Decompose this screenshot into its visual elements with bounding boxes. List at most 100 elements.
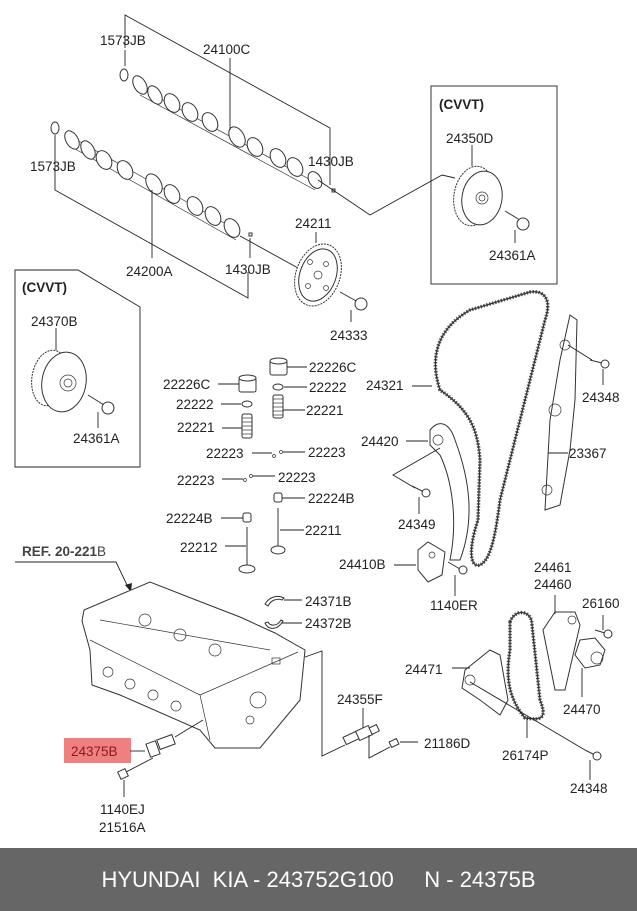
label-pin-top[interactable]: 1430JB [308,154,354,169]
label-cotter-2-left[interactable]: 22223 [177,473,215,488]
ocv-bolt[interactable] [117,768,129,780]
pin-bottom[interactable] [248,232,253,237]
oil-bolt-bottom[interactable] [584,749,602,761]
label-cotter-1-right[interactable]: 22223 [308,445,346,460]
ocv-highlighted[interactable] [145,733,176,758]
label-cvvt-left-gear[interactable]: 24370B [31,314,78,329]
camshaft-group [50,14,336,299]
label-oil-guide-left[interactable]: 24471 [405,662,443,677]
label-cam-seal-bottom[interactable]: 1573JB [30,159,76,174]
sprocket-bolt[interactable] [339,291,368,311]
label-seal-right[interactable]: 22224B [308,491,355,506]
label-cotter-1-left[interactable]: 22223 [206,446,244,461]
spring-right[interactable] [272,394,284,419]
cvvt-top-box [430,85,558,285]
chain-guide[interactable] [541,314,578,511]
cotter-1[interactable] [272,450,283,458]
bearing-upper[interactable] [264,595,285,607]
label-camshaft-intake[interactable]: 24100C [203,42,251,57]
highlight-box [64,738,131,763]
label-oil-bolt-bottom[interactable]: 24348 [570,781,608,796]
arm-bolt[interactable] [411,485,431,498]
cvvt-left-bolt[interactable] [87,394,115,415]
cvvt-left-gear[interactable] [27,347,90,415]
label-bearing-upper[interactable]: 24371B [305,594,352,609]
label-oil-chain[interactable]: 26174P [502,748,549,763]
ocv-right-bolt[interactable] [388,737,400,749]
label-guide-bolt-right[interactable]: 24348 [582,390,620,405]
cvvt-top-bolt[interactable] [504,210,530,231]
label-seal-left[interactable]: 22224B [166,511,213,526]
label-timing-chain[interactable]: 24321 [366,378,404,393]
cvvt-top-title: (CVVT) [439,97,484,112]
ref-label-suffix: B [97,544,106,559]
label-spring-left[interactable]: 22221 [177,420,215,435]
retainer-right[interactable] [272,383,284,391]
valve-exhaust[interactable] [238,527,256,574]
label-ocv-right-bolt[interactable]: 21186D [424,736,471,751]
retainer-left[interactable] [241,400,253,408]
label-oil-guide-2[interactable]: 24460 [534,577,572,592]
oil-bolt[interactable] [594,629,613,639]
timing-chain[interactable] [433,290,550,567]
label-retainer-right[interactable]: 22222 [309,380,347,395]
camshaft-intake[interactable] [130,73,325,191]
seal-left[interactable] [242,512,252,523]
valvetrain [218,357,307,574]
cam-seal-bottom[interactable] [50,121,60,135]
label-valve-intake[interactable]: 22211 [305,523,342,538]
cotter-2[interactable] [243,474,253,482]
footer-text: HYUNDAI KIA - 243752G100 N - 24375B [101,866,536,892]
label-tensioner-bolt[interactable]: 1140ER [430,598,478,613]
label-camshaft-exhaust[interactable]: 24200A [126,264,173,279]
label-oil-guide-1[interactable]: 24461 [534,560,572,575]
cvvt-top-gear[interactable] [449,163,506,229]
part-number-footer: HYUNDAI KIA - 243752G100 N - 24375B [0,848,637,911]
tensioner-bolt[interactable] [447,561,468,575]
camshaft-exhaust[interactable] [62,128,243,241]
label-retainer-left[interactable]: 22222 [176,397,214,412]
label-oil-tensioner[interactable]: 24470 [563,702,601,717]
oil-guide-left[interactable] [461,649,509,716]
label-ocv-right[interactable]: 24355F [337,692,383,707]
label-valve-exhaust[interactable]: 22212 [180,540,218,555]
label-ocv-highlighted[interactable]: 24375B [71,744,118,759]
ref-label[interactable]: REF. 20-221B [22,544,106,559]
seal-right[interactable] [273,492,283,503]
label-oil-bolt[interactable]: 26160 [582,596,620,611]
label-cvvt-top-gear[interactable]: 24350D [446,131,494,146]
label-cvvt-left-bolt[interactable]: 24361A [73,431,120,446]
spring-left[interactable] [241,413,253,439]
label-ocv-bolt-1[interactable]: 1140EJ [100,802,145,817]
cam-seal-top[interactable] [119,68,129,82]
label-tappet-left[interactable]: 22226C [163,377,211,392]
label-ocv-bolt-2[interactable]: 21516A [99,820,146,835]
oil-pump-chain[interactable] [506,610,545,721]
label-tappet-right[interactable]: 22226C [309,360,357,375]
ocv-right[interactable] [342,723,380,746]
label-sprocket[interactable]: 24211 [295,216,332,231]
guide-bolt-right[interactable] [589,359,610,369]
label-cotter-2-right[interactable]: 22223 [278,470,316,485]
label-tensioner-arm[interactable]: 24420 [361,434,399,449]
label-sprocket-bolt[interactable]: 24333 [330,328,368,343]
label-cam-seal-top[interactable]: 1573JB [100,33,146,48]
cvvt-left-title: (CVVT) [22,280,67,295]
label-cvvt-top-bolt[interactable]: 24361A [489,248,536,263]
exploded-parts-diagram: 1573JB 24100C 1573JB 1430JB 24200A 1430J… [14,14,620,835]
label-bearing-lower[interactable]: 24372B [305,616,352,631]
cam-sprocket[interactable] [286,237,349,312]
cylinder-head[interactable] [81,581,306,749]
tensioner-arm[interactable] [429,423,470,561]
label-arm-bolt[interactable]: 24349 [398,517,436,532]
label-pin-bottom[interactable]: 1430JB [225,262,271,277]
label-tensioner[interactable]: 24410B [339,557,386,572]
oil-tensioner[interactable] [574,637,606,669]
bearing-lower[interactable] [264,619,284,629]
label-chain-guide[interactable]: 23367 [569,446,607,461]
valve-intake[interactable] [270,508,286,555]
chain-tensioner[interactable] [417,541,446,583]
cvvt-left-box [14,269,141,468]
label-spring-right[interactable]: 22221 [306,403,344,418]
oil-guide[interactable] [542,611,581,691]
